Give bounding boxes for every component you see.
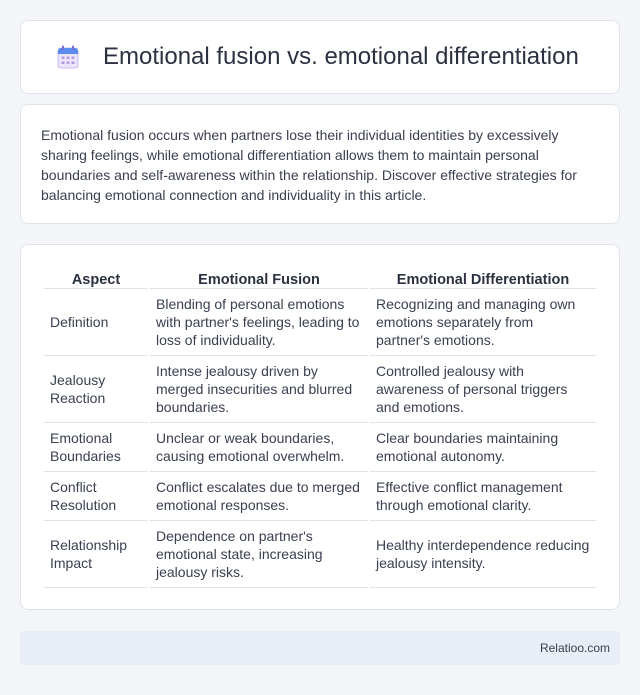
table-row: Relationship Impact Dependence on partne…	[44, 521, 596, 588]
aspect-cell: Emotional Boundaries	[44, 423, 148, 472]
table-row: Emotional Boundaries Unclear or weak bou…	[44, 423, 596, 472]
column-header-aspect: Aspect	[44, 265, 148, 289]
differentiation-cell: Clear boundaries maintaining emotional a…	[370, 423, 596, 472]
header-card: Emotional fusion vs. emotional different…	[20, 20, 620, 94]
column-header-fusion: Emotional Fusion	[150, 265, 368, 289]
aspect-cell: Relationship Impact	[44, 521, 148, 588]
aspect-cell: Definition	[44, 289, 148, 356]
footer: Relatioo.com	[20, 631, 620, 665]
comparison-table: Aspect Emotional Fusion Emotional Differ…	[42, 265, 598, 588]
intro-text: Emotional fusion occurs when partners lo…	[41, 127, 577, 203]
table-header-row: Aspect Emotional Fusion Emotional Differ…	[44, 265, 596, 289]
differentiation-cell: Healthy interdependence reducing jealous…	[370, 521, 596, 588]
fusion-cell: Conflict escalates due to merged emotion…	[150, 472, 368, 521]
differentiation-cell: Effective conflict management through em…	[370, 472, 596, 521]
fusion-cell: Unclear or weak boundaries, causing emot…	[150, 423, 368, 472]
table-row: Conflict Resolution Conflict escalates d…	[44, 472, 596, 521]
intro-card: Emotional fusion occurs when partners lo…	[20, 104, 620, 224]
page-title: Emotional fusion vs. emotional different…	[103, 43, 579, 70]
aspect-cell: Conflict Resolution	[44, 472, 148, 521]
differentiation-cell: Controlled jealousy with awareness of pe…	[370, 356, 596, 423]
comparison-card: Aspect Emotional Fusion Emotional Differ…	[20, 244, 620, 610]
column-header-differentiation: Emotional Differentiation	[370, 265, 596, 289]
footer-site-link[interactable]: Relatioo.com	[539, 641, 610, 655]
fusion-cell: Intense jealousy driven by merged insecu…	[150, 356, 368, 423]
fusion-cell: Blending of personal emotions with partn…	[150, 289, 368, 356]
calendar-icon	[57, 45, 79, 69]
table-row: Jealousy Reaction Intense jealousy drive…	[44, 356, 596, 423]
differentiation-cell: Recognizing and managing own emotions se…	[370, 289, 596, 356]
aspect-cell: Jealousy Reaction	[44, 356, 148, 423]
table-row: Definition Blending of personal emotions…	[44, 289, 596, 356]
fusion-cell: Dependence on partner's emotional state,…	[150, 521, 368, 588]
